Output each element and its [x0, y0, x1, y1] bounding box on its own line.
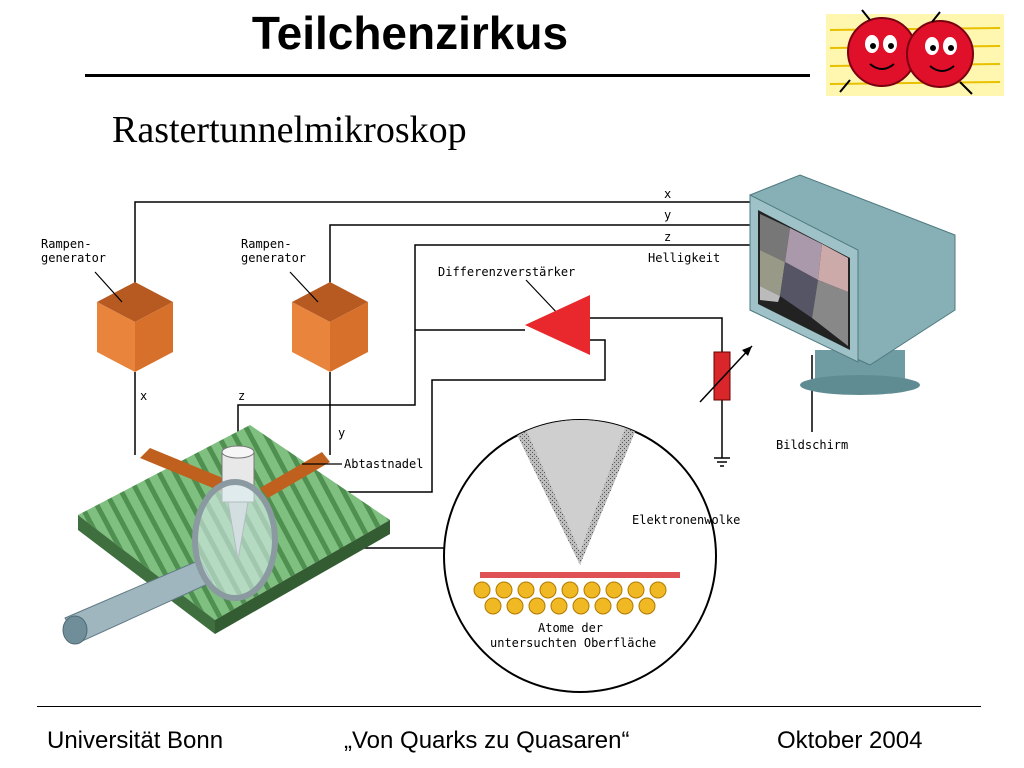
monitor	[749, 174, 956, 395]
atom	[550, 597, 568, 615]
label-axis-z: z	[238, 389, 245, 403]
atom	[506, 597, 524, 615]
atom	[517, 581, 535, 599]
label-needle: Abtastnadel	[344, 457, 423, 471]
atom	[572, 597, 590, 615]
label-brightness: Helligkeit	[648, 251, 720, 265]
atom	[616, 597, 634, 615]
label-atoms-2: untersuchten Oberfläche	[490, 636, 656, 650]
atom	[594, 597, 612, 615]
label-axis-y: y	[338, 426, 345, 440]
atom	[528, 597, 546, 615]
atoms	[473, 581, 667, 615]
atom	[539, 581, 557, 599]
atom	[605, 581, 623, 599]
label-signal-z: z	[664, 230, 671, 244]
slide-subtitle: Rastertunnelmikroskop	[112, 109, 467, 151]
label-amplifier: Differenzverstärker	[438, 265, 575, 279]
label-ramp-right-1: Rampen-	[241, 237, 292, 251]
label-signal-x: x	[664, 187, 671, 201]
atom	[484, 597, 502, 615]
slide-title: Teilchenzirkus	[251, 7, 569, 59]
atom	[473, 581, 491, 599]
ramp-generator-left	[97, 282, 173, 372]
atom	[638, 597, 656, 615]
amplifier-triangle	[525, 295, 590, 355]
footer-right: Oktober 2004	[777, 727, 923, 754]
atom	[495, 581, 513, 599]
label-atoms-1: Atome der	[538, 621, 603, 635]
footer-rule	[37, 706, 981, 707]
logo-particles	[826, 9, 1004, 96]
footer-center: „Von Quarks zu Quasaren“	[344, 727, 630, 754]
ramp-generator-right	[292, 282, 368, 372]
title-underline	[85, 74, 810, 77]
atom	[649, 581, 667, 599]
label-axis-x: x	[140, 389, 147, 403]
atom	[583, 581, 601, 599]
label-electron-cloud: Elektronenwolke	[632, 513, 740, 527]
zoom-circle	[443, 419, 717, 693]
atom	[561, 581, 579, 599]
label-ramp-right-2: generator	[241, 251, 306, 265]
label-ramp-left-1: Rampen-	[41, 237, 92, 251]
variable-resistor	[699, 345, 753, 403]
label-screen: Bildschirm	[776, 438, 848, 452]
magnifier	[62, 479, 278, 645]
atom	[627, 581, 645, 599]
label-signal-y: y	[664, 208, 671, 222]
label-ramp-left-2: generator	[41, 251, 106, 265]
footer-left: Universität Bonn	[47, 727, 224, 754]
